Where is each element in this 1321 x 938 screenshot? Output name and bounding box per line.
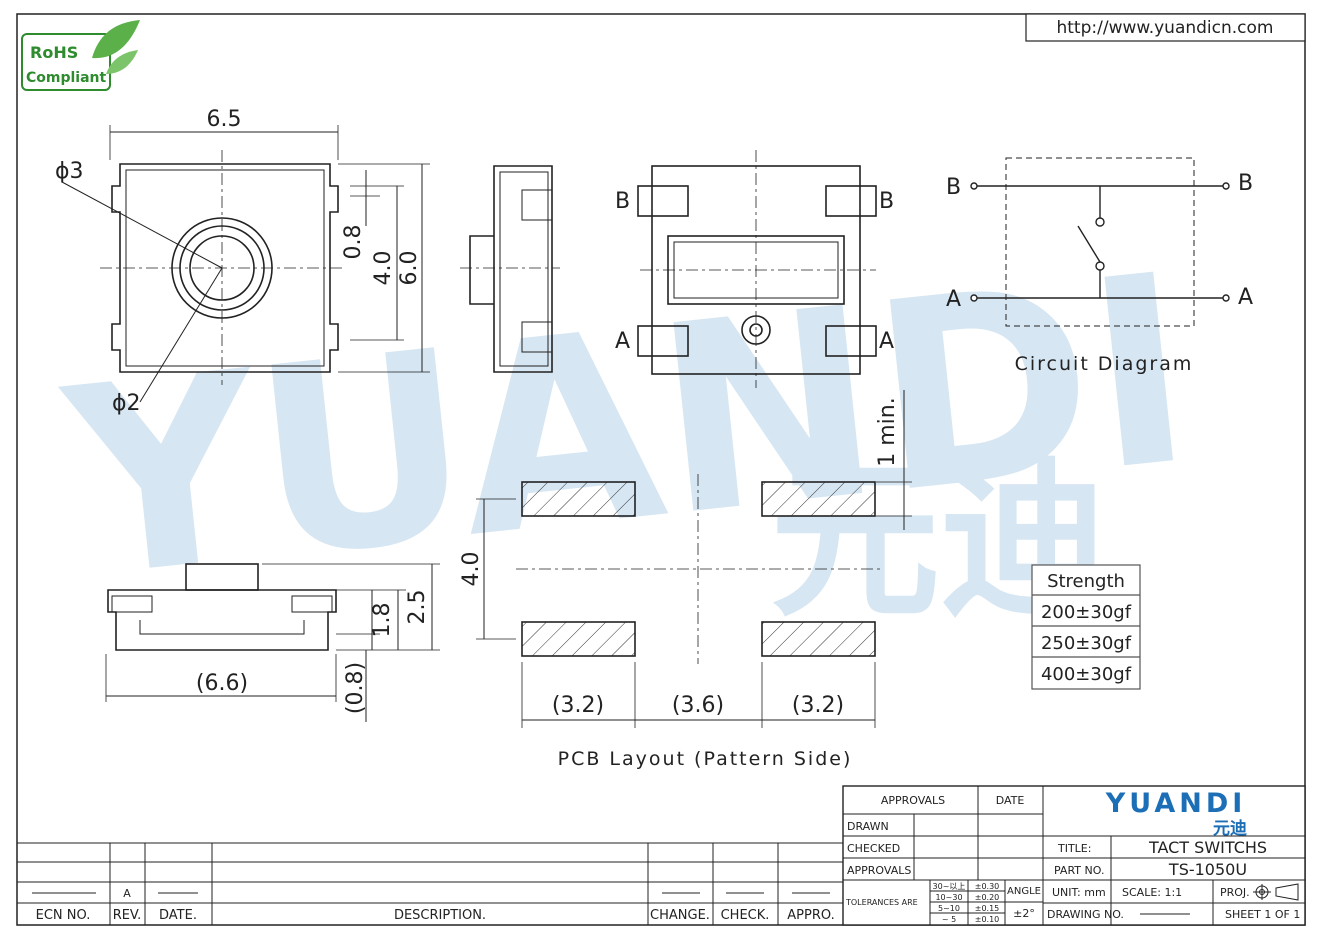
circuit-title: Circuit Diagram	[1015, 353, 1194, 375]
revision-table	[17, 842, 843, 925]
tb-part-label: PART NO.	[1054, 864, 1104, 877]
tb-tol-value-4: ±0.10	[975, 915, 1000, 924]
side-hlead-label: (0.8)	[343, 662, 368, 714]
tb-approvals: APPROVALS	[881, 794, 945, 807]
tb-tolerances: TOLERANCES ARE	[845, 898, 918, 907]
bottom-pin-b-right: B	[879, 189, 894, 214]
phi-outer-label: ϕ3	[55, 159, 84, 184]
bottom-pin-b-left: B	[615, 189, 630, 214]
tb-title-value: TACT SWITCHS	[1148, 838, 1267, 857]
rev-header-rev: REV.	[113, 908, 142, 923]
top-view	[61, 125, 430, 403]
rev-header-description: DESCRIPTION.	[394, 908, 486, 923]
tb-tol-range-2: 10~30	[935, 893, 962, 902]
strength-row-3: 400±30gf	[1041, 664, 1132, 685]
rev-header-change: CHANGE.	[650, 908, 710, 923]
rev-value: A	[123, 887, 131, 900]
pcb-pad-bottom-left	[521, 621, 636, 657]
circuit-b-right: B	[1238, 171, 1253, 196]
tb-proj: PROJ.	[1220, 886, 1250, 899]
side-view-vertical	[460, 165, 560, 373]
pcb-layout	[476, 390, 912, 728]
tb-brand: YUANDI	[1105, 788, 1247, 819]
tb-scale: SCALE: 1:1	[1122, 886, 1182, 899]
rohs-line1: RoHS	[30, 43, 78, 62]
strength-header: Strength	[1047, 571, 1125, 592]
url-text: http://www.yuandicn.com	[1056, 18, 1273, 38]
tb-date: DATE	[996, 794, 1025, 807]
dim-height-label: 6.0	[397, 251, 422, 286]
tb-approvals2: APPROVALS	[847, 864, 911, 877]
pcb-pad-top-left	[521, 481, 636, 517]
pcb-min-label: 1 min.	[875, 397, 900, 466]
tb-unit: UNIT: mm	[1052, 886, 1106, 899]
tb-tol-range-1: 30~以上	[933, 882, 966, 891]
circuit-b-left: B	[946, 175, 961, 200]
bottom-pin-a-right: A	[879, 329, 894, 354]
tb-tol-range-3: 5~10	[938, 904, 960, 913]
pcb-pitch-label: 4.0	[459, 552, 484, 587]
watermark: YUANDI 元迪	[51, 219, 1203, 641]
tb-sheet: SHEET 1 OF 1	[1225, 908, 1300, 921]
projection-icon	[1253, 883, 1299, 901]
circuit-diagram	[970, 157, 1230, 327]
dim-gap-label: 0.8	[341, 225, 366, 260]
dim-width-label: 6.5	[207, 107, 242, 132]
tb-drawing-no: DRAWING NO.	[1047, 908, 1124, 921]
rev-header-ecn: ECN NO.	[36, 908, 91, 923]
tb-title-label: TITLE:	[1057, 842, 1091, 855]
pcb-pad-bottom-right	[761, 621, 876, 657]
tb-angle-value: ±2°	[1013, 907, 1035, 920]
side-view-horizontal	[105, 563, 440, 722]
strength-row-2: 250±30gf	[1041, 633, 1132, 654]
strength-row-1: 200±30gf	[1041, 602, 1132, 623]
side-width-label: (6.6)	[196, 671, 248, 696]
rohs-line2: Compliant	[26, 70, 107, 86]
tb-brand-cjk: 元迪	[1213, 818, 1247, 839]
circuit-a-right: A	[1238, 285, 1253, 310]
side-hbody-label: 1.8	[370, 603, 395, 638]
tb-angle-label: ANGLE	[1007, 886, 1041, 897]
tb-part-value: TS-1050U	[1168, 860, 1247, 879]
rev-header-appro: APPRO.	[787, 908, 834, 923]
rev-header-date: DATE.	[159, 908, 197, 923]
strength-table	[1031, 564, 1141, 690]
tb-tol-range-4: ~ 5	[942, 915, 956, 924]
pcb-pad-top-right	[761, 481, 876, 517]
tb-tol-value-2: ±0.20	[975, 893, 1000, 902]
tb-checked: CHECKED	[847, 842, 900, 855]
pcb-width-mid: (3.6)	[672, 693, 724, 718]
tb-tol-value-3: ±0.15	[975, 904, 1000, 913]
dim-inner-label: 4.0	[371, 251, 396, 286]
bottom-view	[637, 150, 877, 388]
tb-tol-value-1: ±0.30	[975, 882, 1000, 891]
pcb-width-left: (3.2)	[552, 693, 604, 718]
phi-inner-label: ϕ2	[112, 391, 141, 416]
pcb-width-right: (3.2)	[792, 693, 844, 718]
leaf-icon	[92, 20, 140, 59]
url-box	[1025, 13, 1306, 42]
rohs-badge: RoHS Compliant	[21, 20, 140, 91]
tb-drawn: DRAWN	[847, 820, 889, 833]
side-htotal-label: 2.5	[405, 590, 430, 625]
rev-header-check: CHECK.	[721, 908, 770, 923]
title-block	[842, 785, 1306, 926]
bottom-pin-a-left: A	[615, 329, 630, 354]
sheet-border	[16, 13, 1306, 926]
pcb-title: PCB Layout (Pattern Side)	[558, 748, 853, 770]
circuit-a-left: A	[946, 287, 961, 312]
